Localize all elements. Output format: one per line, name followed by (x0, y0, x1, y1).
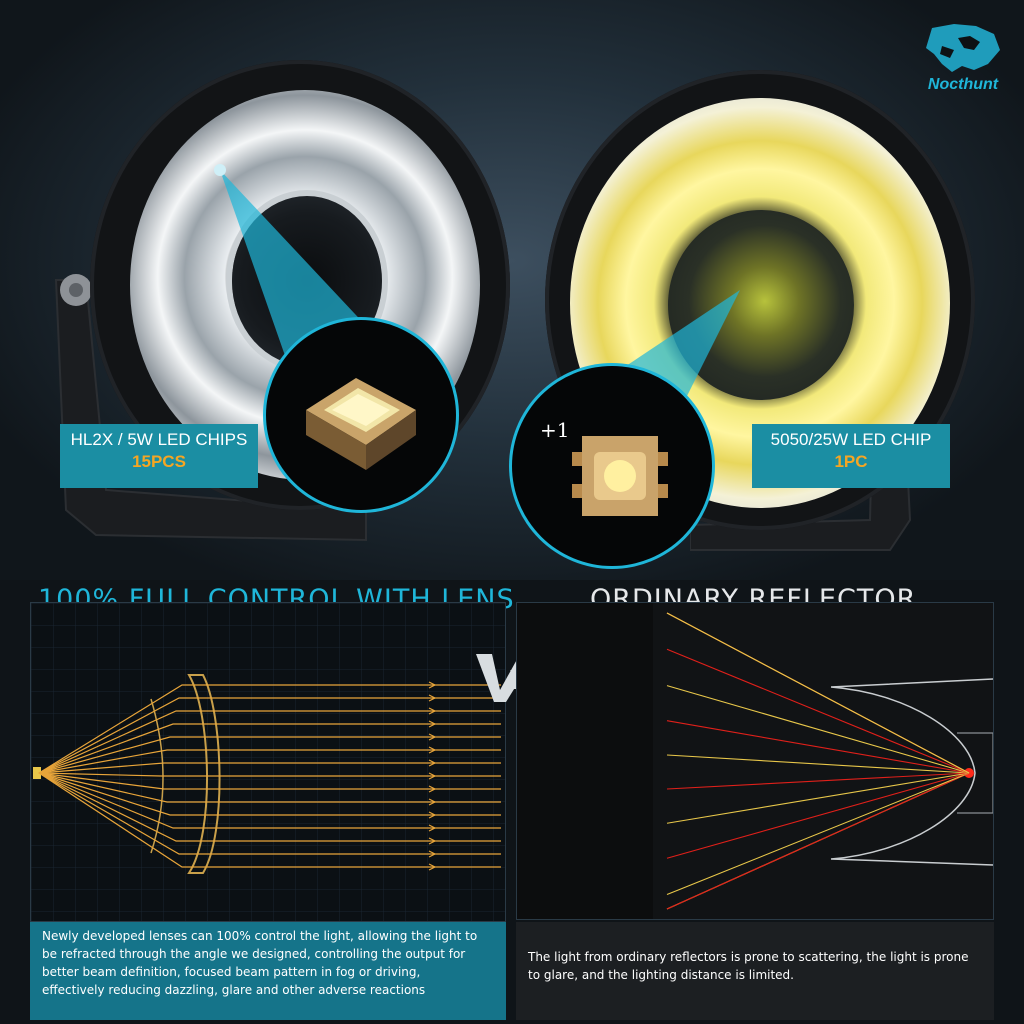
left-chip-badge: HL2X / 5W LED CHIPS 15PCS (60, 424, 258, 488)
brand-name: Nocthunt (927, 76, 999, 93)
light-ray (38, 684, 501, 774)
right-badge-title: 5050/25W LED CHIP (770, 430, 932, 449)
ray-arrow (428, 785, 437, 793)
light-ray (38, 772, 501, 829)
light-ray (38, 697, 501, 774)
scattered-ray (666, 772, 970, 859)
light-ray (38, 772, 501, 855)
light-ray (38, 710, 501, 774)
reflector-description: The light from ordinary reflectors is pr… (528, 950, 969, 982)
ray-arrow (428, 837, 437, 845)
brand-logo: Nocthunt (914, 20, 1010, 100)
ray-arrow (428, 733, 437, 741)
led-chip-icon (306, 378, 416, 470)
scattered-ray (666, 772, 970, 896)
right-badge-count: 1PC (834, 452, 868, 471)
scattered-ray (666, 720, 970, 774)
ray-arrow (428, 694, 437, 702)
scattered-ray (666, 612, 970, 774)
left-badge-count: 15PCS (132, 452, 186, 471)
left-chip-closeup (266, 320, 456, 510)
ray-arrow (428, 720, 437, 728)
lens-ray-diagram (31, 603, 505, 921)
ray-arrow (428, 772, 437, 780)
ray-arrow (428, 850, 437, 858)
light-ray (38, 723, 501, 774)
scattered-ray (666, 772, 970, 790)
light-ray (38, 772, 501, 842)
ray-arrow (428, 759, 437, 767)
reflector-ray-diagram (517, 603, 994, 919)
right-chip-badge: 5050/25W LED CHIP 1PC (752, 424, 950, 488)
light-ray (38, 762, 501, 774)
scattered-ray (666, 648, 970, 774)
scattered-ray (666, 754, 970, 774)
light-ray (38, 736, 501, 774)
light-ray (38, 772, 501, 777)
light-ray (38, 749, 501, 774)
left-badge-title: HL2X / 5W LED CHIPS (70, 430, 248, 449)
scattered-ray (666, 772, 970, 824)
scattered-ray (666, 772, 970, 910)
light-ray (38, 772, 501, 790)
panther-logo-icon (926, 24, 1000, 72)
lens-diagram-panel (30, 602, 506, 922)
lens-description-box: Newly developed lenses can 100% control … (30, 922, 506, 1020)
reflector-description-box: The light from ordinary reflectors is pr… (516, 922, 994, 1020)
ray-arrow (428, 707, 437, 715)
ray-arrow (428, 811, 437, 819)
left-lamp-bracket (36, 260, 367, 550)
led-chip-icon (572, 436, 668, 516)
light-ray (38, 772, 501, 803)
right-chip-closeup: +1 (512, 366, 712, 566)
light-ray (38, 772, 501, 816)
ray-arrow (428, 824, 437, 832)
lens-description: Newly developed lenses can 100% control … (42, 929, 478, 997)
light-ray (38, 772, 501, 868)
ray-arrow (428, 798, 437, 806)
ray-arrow (428, 863, 437, 871)
left-highlight-beam (214, 164, 370, 370)
reflector-diagram-panel (516, 602, 994, 920)
scattered-ray (666, 685, 970, 774)
ray-arrow (428, 746, 437, 754)
ray-arrow (428, 681, 437, 689)
chip-multiplier: +1 (540, 418, 570, 442)
